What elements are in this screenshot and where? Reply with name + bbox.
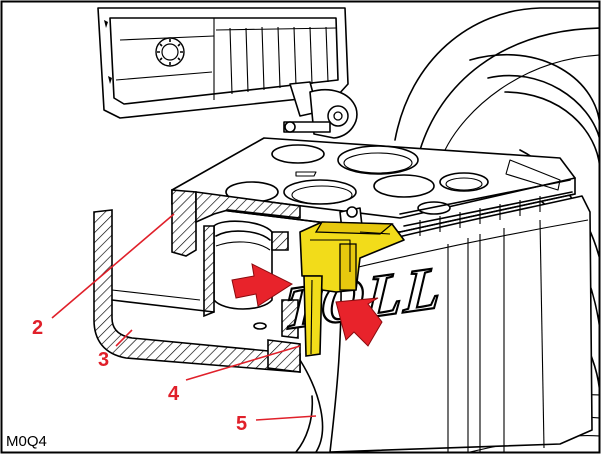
arrow-right-icon: [231, 263, 294, 307]
callout-5: 5: [236, 413, 247, 435]
reference-code: M0Q4: [6, 433, 47, 450]
highlighted-lever-part: [299, 221, 405, 357]
callout-4: 4: [168, 383, 180, 405]
callout-2: 2: [32, 317, 43, 339]
side-cover: TOLL: [281, 195, 593, 452]
arrow-up-left-icon: [335, 297, 383, 347]
callout-3: 3: [98, 349, 109, 371]
lid-panel: [97, 7, 349, 119]
callout-leaders: [51, 213, 317, 421]
hinge-linkage: [283, 81, 358, 139]
direction-arrows: [231, 263, 383, 347]
